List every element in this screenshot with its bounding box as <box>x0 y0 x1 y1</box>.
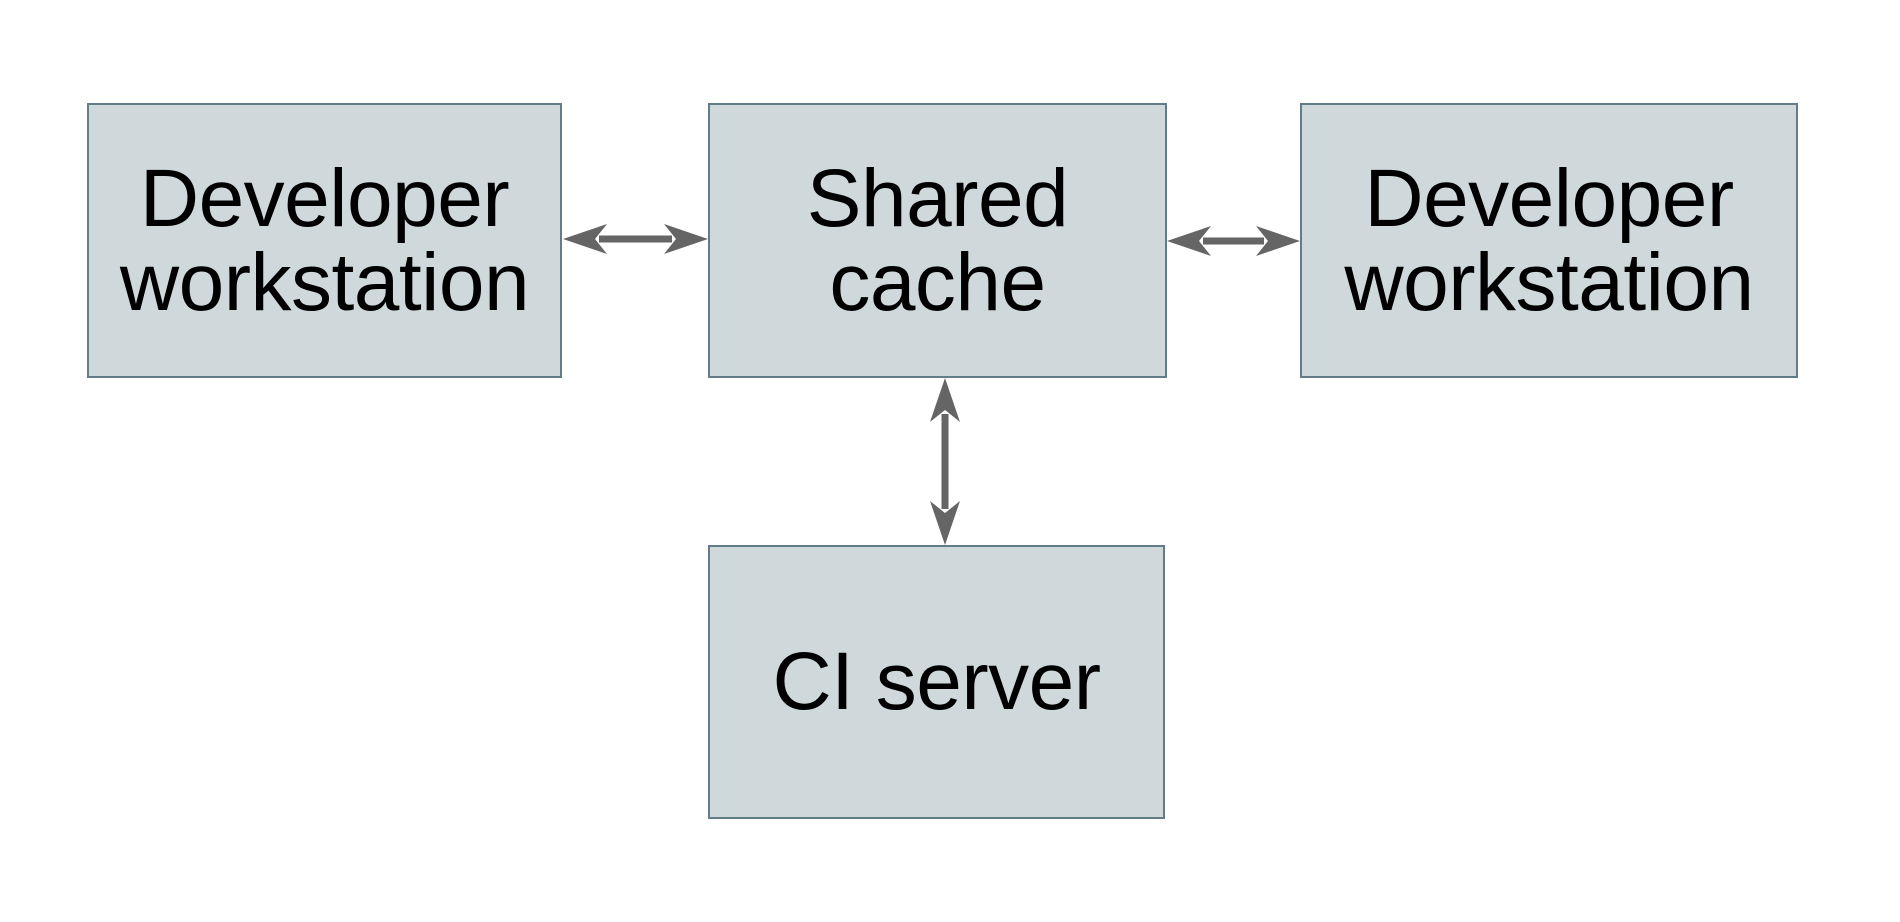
node-developer-workstation-left: Developer workstation <box>87 103 562 378</box>
bidirectional-arrow-right <box>1167 226 1300 256</box>
node-ci-server-label: CI server <box>772 636 1101 728</box>
node-developer-workstation-right-label: Developer workstation <box>1344 152 1754 328</box>
node-shared-cache: Shared cache <box>708 103 1167 378</box>
node-shared-cache-label: Shared cache <box>806 152 1069 328</box>
node-developer-workstation-left-label: Developer workstation <box>119 152 530 328</box>
node-ci-server: CI server <box>708 545 1165 819</box>
bidirectional-arrow-left <box>563 224 708 254</box>
node-developer-workstation-right: Developer workstation <box>1300 103 1798 378</box>
bidirectional-arrow-down <box>930 378 960 545</box>
